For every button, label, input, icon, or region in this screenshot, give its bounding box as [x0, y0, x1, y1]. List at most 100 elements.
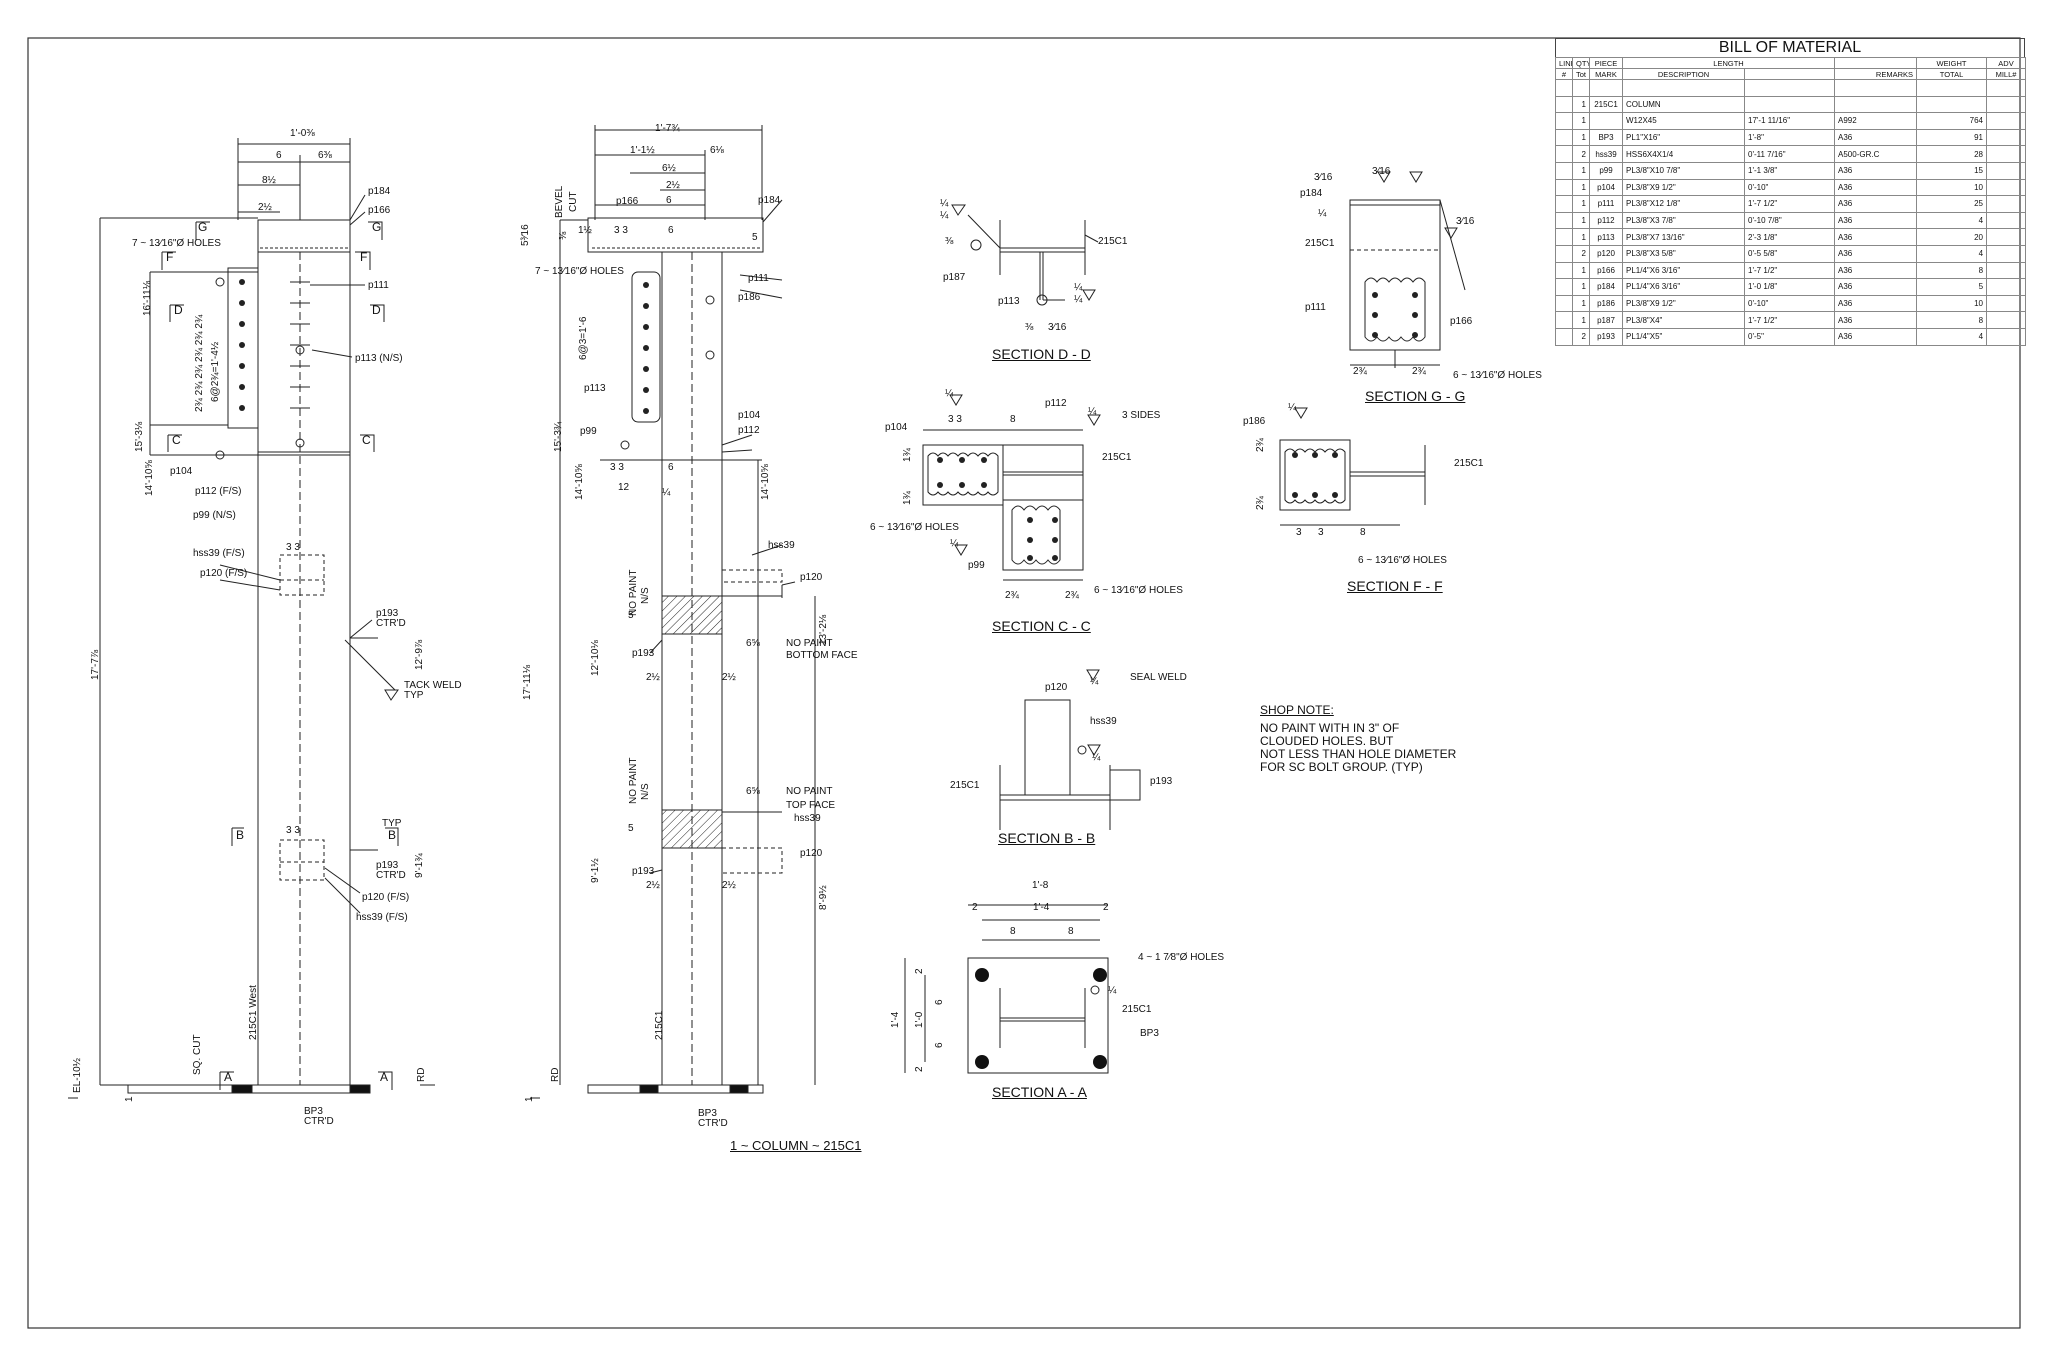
section-title: SECTION G - G: [1365, 388, 1466, 404]
dim-label: 6⅝: [746, 786, 760, 797]
bom-cell-weight: [1916, 79, 1988, 97]
elevation-dim: 14'-10⅝: [574, 464, 585, 500]
bom-cell-weight: 4: [1916, 327, 1988, 346]
piece-mark: BP3: [698, 1108, 717, 1119]
bom-cell-length: 0'-5 5/8": [1743, 244, 1836, 263]
piece-mark: p184: [1300, 188, 1323, 199]
bom-cell-line: [1555, 79, 1573, 97]
section-title: SECTION C - C: [992, 618, 1091, 634]
bom-col-mill: MILL#: [1986, 68, 2027, 80]
note-label: CTR'D: [304, 1116, 334, 1127]
bom-cell-weight: [1916, 95, 1988, 114]
bom-header-bottom: # Tot MARK DESCRIPTION REMARKS TOTAL MIL…: [1555, 68, 2027, 80]
bom-cell-qty: 1: [1572, 294, 1590, 313]
dim-label: 2: [914, 968, 925, 974]
weld-size: ¼: [940, 198, 949, 209]
bom-cell-weight: 8: [1916, 261, 1988, 280]
dim-label: 2½: [646, 672, 660, 683]
paint-note: N/S: [640, 587, 651, 604]
piece-mark: p120 (F/S): [200, 568, 248, 579]
bom-cell-mark: [1589, 79, 1623, 97]
piece-mark: 215C1: [1098, 236, 1128, 247]
bom-cell-description: W12X45: [1622, 112, 1745, 130]
piece-mark: p112: [1045, 398, 1067, 409]
weld-note: 3 SIDES: [1122, 410, 1161, 421]
drawing-title: 1 ~ COLUMN ~ 215C1: [730, 1138, 862, 1153]
note-label: TYP: [382, 818, 402, 829]
bom-cell-weight: 10: [1916, 178, 1988, 197]
bom-col-piece: PIECE: [1589, 57, 1623, 69]
end-note: RD: [550, 1067, 561, 1082]
bom-cell-qty: 1: [1572, 161, 1590, 180]
dim-label: 6: [668, 225, 674, 236]
bom-cell-mill: [1986, 95, 2027, 114]
bom-cell-weight: 20: [1916, 228, 1988, 246]
section-marker: F: [166, 250, 174, 264]
bom-cell-qty: 1: [1572, 178, 1590, 197]
bom-cell-weight: 8: [1916, 311, 1988, 329]
dim-label: 1'-0⅜: [290, 128, 315, 139]
bom-cell-description: [1622, 79, 1745, 97]
bom-cell-description: PL3/8"X7 13/16": [1622, 228, 1745, 246]
shop-note-line: NOT LESS THAN HOLE DIAMETER: [1260, 747, 1457, 761]
weld-size: ¼: [1318, 208, 1327, 219]
bom-cell-description: COLUMN: [1622, 95, 1745, 114]
dim-label: 2½: [722, 672, 736, 683]
bom-col-mark: MARK: [1589, 68, 1623, 80]
dim-label: 2¾: [1412, 366, 1426, 377]
bom-cell-qty: 1: [1572, 211, 1590, 230]
section-marker: C: [362, 433, 371, 447]
dim-label: 3 3: [948, 414, 962, 425]
bom-cell-mill: [1986, 327, 2027, 346]
dim-label: 6: [934, 999, 945, 1005]
piece-mark: p186: [1243, 416, 1266, 427]
shop-note-line: FOR SC BOLT GROUP. (TYP): [1260, 760, 1423, 774]
dim-label: 1'-1½: [630, 145, 655, 156]
bom-cell-description: PL1"X16": [1622, 128, 1745, 147]
paint-note: NO PAINT: [786, 638, 833, 649]
bom-cell-mark: p120: [1589, 244, 1623, 263]
section-marker: B: [388, 828, 397, 842]
piece-mark: p166: [1450, 316, 1473, 327]
bom-col-length: LENGTH: [1621, 57, 1836, 69]
bom-cell-mill: [1986, 178, 2027, 197]
bom-cell-description: PL3/8"X3 5/8": [1622, 244, 1745, 263]
dim-label: 5: [628, 610, 634, 621]
bom-cell-line: [1555, 112, 1573, 130]
bom-cell-mill: [1986, 195, 2027, 213]
dim-label: 6: [666, 195, 672, 206]
dim-label: 8: [1010, 926, 1016, 937]
bom-cell-line: [1555, 161, 1573, 180]
bom-title: BILL OF MATERIAL: [1555, 38, 2025, 57]
piece-mark: hss39 (F/S): [193, 548, 245, 559]
weld-size: ¼: [950, 538, 959, 549]
piece-mark: hss39: [794, 813, 821, 824]
bom-cell-mark: p111: [1589, 195, 1623, 213]
section-title: SECTION D - D: [992, 346, 1091, 362]
bom-cell-mill: [1986, 79, 2027, 97]
bom-cell-mark: p113: [1589, 228, 1623, 246]
section-marker: A: [224, 1070, 233, 1084]
bom-cell-length: 1'-1 3/8": [1743, 161, 1836, 180]
piece-mark: p193: [376, 608, 399, 619]
bom-header-top: LINE QTY PIECE LENGTH WEIGHT ADV: [1555, 57, 2027, 69]
piece-mark: p193: [1150, 776, 1173, 787]
bom-cell-remarks: A36: [1834, 244, 1918, 263]
bom-cell-line: [1555, 195, 1573, 213]
member-label: 215C1: [654, 1010, 665, 1040]
bom-col-adv: ADV: [1986, 57, 2027, 69]
bom-cell-qty: 2: [1572, 145, 1590, 163]
bom-cell-description: PL3/8"X3 7/8": [1622, 211, 1745, 230]
bom-cell-mill: [1986, 294, 2027, 313]
dim-label: 1½: [578, 225, 592, 236]
bom-cell-length: 0'-10 7/8": [1743, 211, 1836, 230]
bom-cell-qty: 1: [1572, 261, 1590, 280]
piece-mark: p166: [616, 196, 639, 207]
piece-mark: p112 (F/S): [195, 486, 242, 497]
bom-cell-description: HSS6X4X1/4: [1622, 145, 1745, 163]
bom-cell-mill: [1986, 211, 2027, 230]
